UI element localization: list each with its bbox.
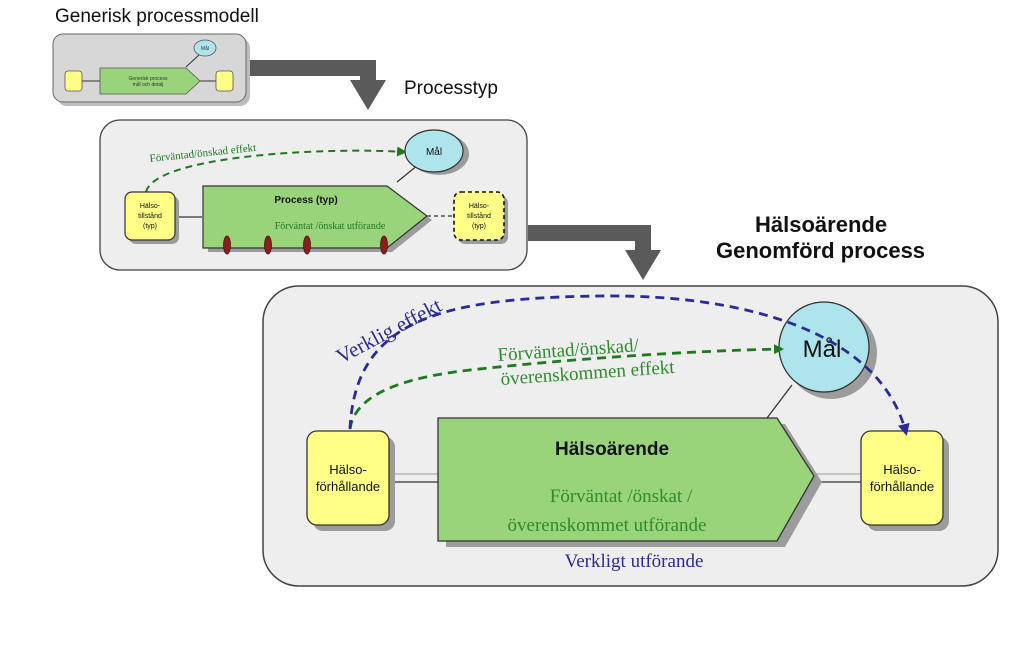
mini-goal-label: Mål bbox=[201, 45, 209, 52]
type-state-right-line2: tillstånd bbox=[467, 212, 491, 220]
main-state-left-line2: förhållande bbox=[316, 479, 380, 494]
main-process bbox=[437, 417, 815, 542]
title-instance-line1: Hälsoärende bbox=[755, 212, 888, 237]
type-state-left bbox=[124, 191, 176, 241]
mini-state-right bbox=[215, 70, 234, 92]
title-processtyp: Processtyp bbox=[404, 78, 498, 99]
title-generic: Generisk processmodell bbox=[55, 6, 259, 27]
type-goal bbox=[404, 129, 464, 173]
main-panel: Hälso- förhållande Hälsoärende Förväntat… bbox=[262, 285, 999, 587]
type-state-left-line3: (typ) bbox=[143, 223, 157, 230]
type-event-1 bbox=[223, 235, 231, 255]
type-state-right-line3: (typ) bbox=[472, 223, 486, 230]
main-state-left bbox=[306, 430, 390, 526]
connector-arrow-type-to-instance bbox=[528, 225, 661, 280]
type-effect-arrow bbox=[145, 146, 407, 193]
main-state-right bbox=[860, 430, 944, 526]
type-panel: Förväntad/önskad effekt Mål Hälso- tills… bbox=[99, 119, 528, 271]
main-process-sub-line2: överenskommet utförande bbox=[508, 515, 707, 536]
type-state-left-line1: Hälso- bbox=[140, 203, 161, 210]
main-expected-effect-arrow bbox=[348, 344, 784, 430]
type-event-3 bbox=[303, 235, 311, 255]
connector-arrow-generic-to-type bbox=[248, 60, 386, 110]
mini-state-left bbox=[64, 70, 83, 92]
type-event-4 bbox=[380, 235, 388, 255]
main-state-right-line2: förhållande bbox=[870, 479, 934, 494]
mini-goal bbox=[193, 39, 217, 57]
main-state-right-line1: Hälso- bbox=[883, 462, 921, 477]
main-process-sub-line1: Förväntat /önskat / bbox=[550, 486, 693, 507]
title-instance-line2: Genomförd process bbox=[716, 238, 926, 263]
mini-process-label-2: mål och detalj bbox=[133, 81, 164, 88]
type-state-right-line1: Hälso- bbox=[469, 203, 490, 210]
type-event-2 bbox=[264, 235, 272, 255]
mini-process-label-1: Generisk process bbox=[129, 76, 168, 82]
main-actual-performance: Verkligt utförande bbox=[565, 551, 704, 572]
type-process bbox=[202, 185, 428, 249]
main-state-left-line1: Hälso- bbox=[329, 462, 367, 477]
type-process-title: Process (typ) bbox=[274, 195, 337, 206]
main-actual-effect-arrow bbox=[348, 294, 910, 436]
type-state-right bbox=[453, 191, 505, 241]
type-state-left-line2: tillstånd bbox=[138, 212, 162, 220]
type-goal-label: Mål bbox=[426, 146, 442, 158]
main-goal-label: Mål bbox=[803, 336, 842, 363]
generic-panel: Generisk process mål och detalj Mål bbox=[52, 33, 250, 106]
type-process-sub: Förväntat /önskat utförande bbox=[275, 221, 386, 232]
main-process-title: Hälsoärende bbox=[555, 439, 669, 460]
mini-process bbox=[99, 67, 201, 95]
